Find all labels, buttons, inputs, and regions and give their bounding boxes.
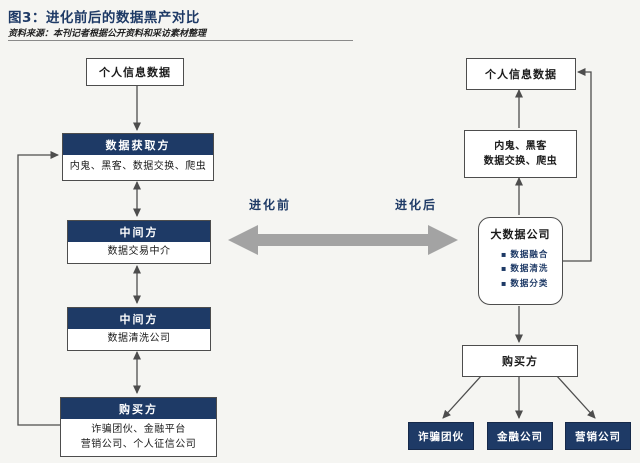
left-buyer-body-line2: 营销公司、个人征信公司 [80,438,197,450]
left-acquirer-header: 数据获取方 [63,134,213,155]
arrow-right-to-fraud [442,374,483,419]
right-fraud-gang-box: 诈骗团伙 [408,422,474,450]
before-evolution-label: 进化前 [248,198,291,212]
left-acquirer-box: 数据获取方 内鬼、黑客、数据交换、爬虫 [62,133,214,181]
right-buyer-box: 购买方 [462,345,578,377]
source-divider-line [8,40,353,41]
left-middleman1-header: 中间方 [68,221,210,242]
arrow-right-to-marketing [555,374,596,419]
left-middleman1-box: 中间方 数据交易中介 [67,220,211,264]
left-middleman2-body: 数据清洗公司 [107,333,171,345]
left-buyer-header: 购买方 [61,398,216,419]
right-hackers-box: 内鬼、黑客 数据交换、爬虫 [464,130,577,178]
right-hackers-line1: 内鬼、黑客 [494,141,547,152]
right-finance-company-box: 金融公司 [487,422,553,450]
left-middleman1-body: 数据交易中介 [107,246,171,258]
right-bigdata-title: 大数据公司 [490,228,551,241]
source-note: 资料来源：本刊记者根据公开资料和采访素材整理 [8,29,207,39]
evolution-double-arrow [228,225,458,255]
figure-title: 图3：进化前后的数据黑产对比 [8,10,200,26]
left-acquirer-body: 内鬼、黑客、数据交换、爬虫 [69,161,207,173]
left-middleman2-header: 中间方 [68,308,210,329]
left-personal-data-box: 个人信息数据 [86,58,184,86]
right-marketing-company-box: 营销公司 [565,422,631,450]
right-personal-data-box: 个人信息数据 [466,58,576,90]
after-evolution-label: 进化后 [394,198,437,212]
right-bigdata-bullet-fusion: 数据融合 [485,248,556,262]
right-bigdata-company-box: 大数据公司 数据融合 数据清洗 数据分类 [478,217,563,305]
left-buyer-box: 购买方 诈骗团伙、金融平台 营销公司、个人征信公司 [60,397,217,457]
right-bigdata-bullet-cleaning: 数据清洗 [485,262,556,276]
feedback-loop-left [17,151,60,426]
right-hackers-line2: 数据交换、爬虫 [483,156,558,167]
left-middleman2-box: 中间方 数据清洗公司 [67,307,211,351]
right-bigdata-bullet-classify: 数据分类 [485,277,556,291]
left-buyer-body-line1: 诈骗团伙、金融平台 [91,424,186,435]
feedback-loop-right [563,68,592,262]
